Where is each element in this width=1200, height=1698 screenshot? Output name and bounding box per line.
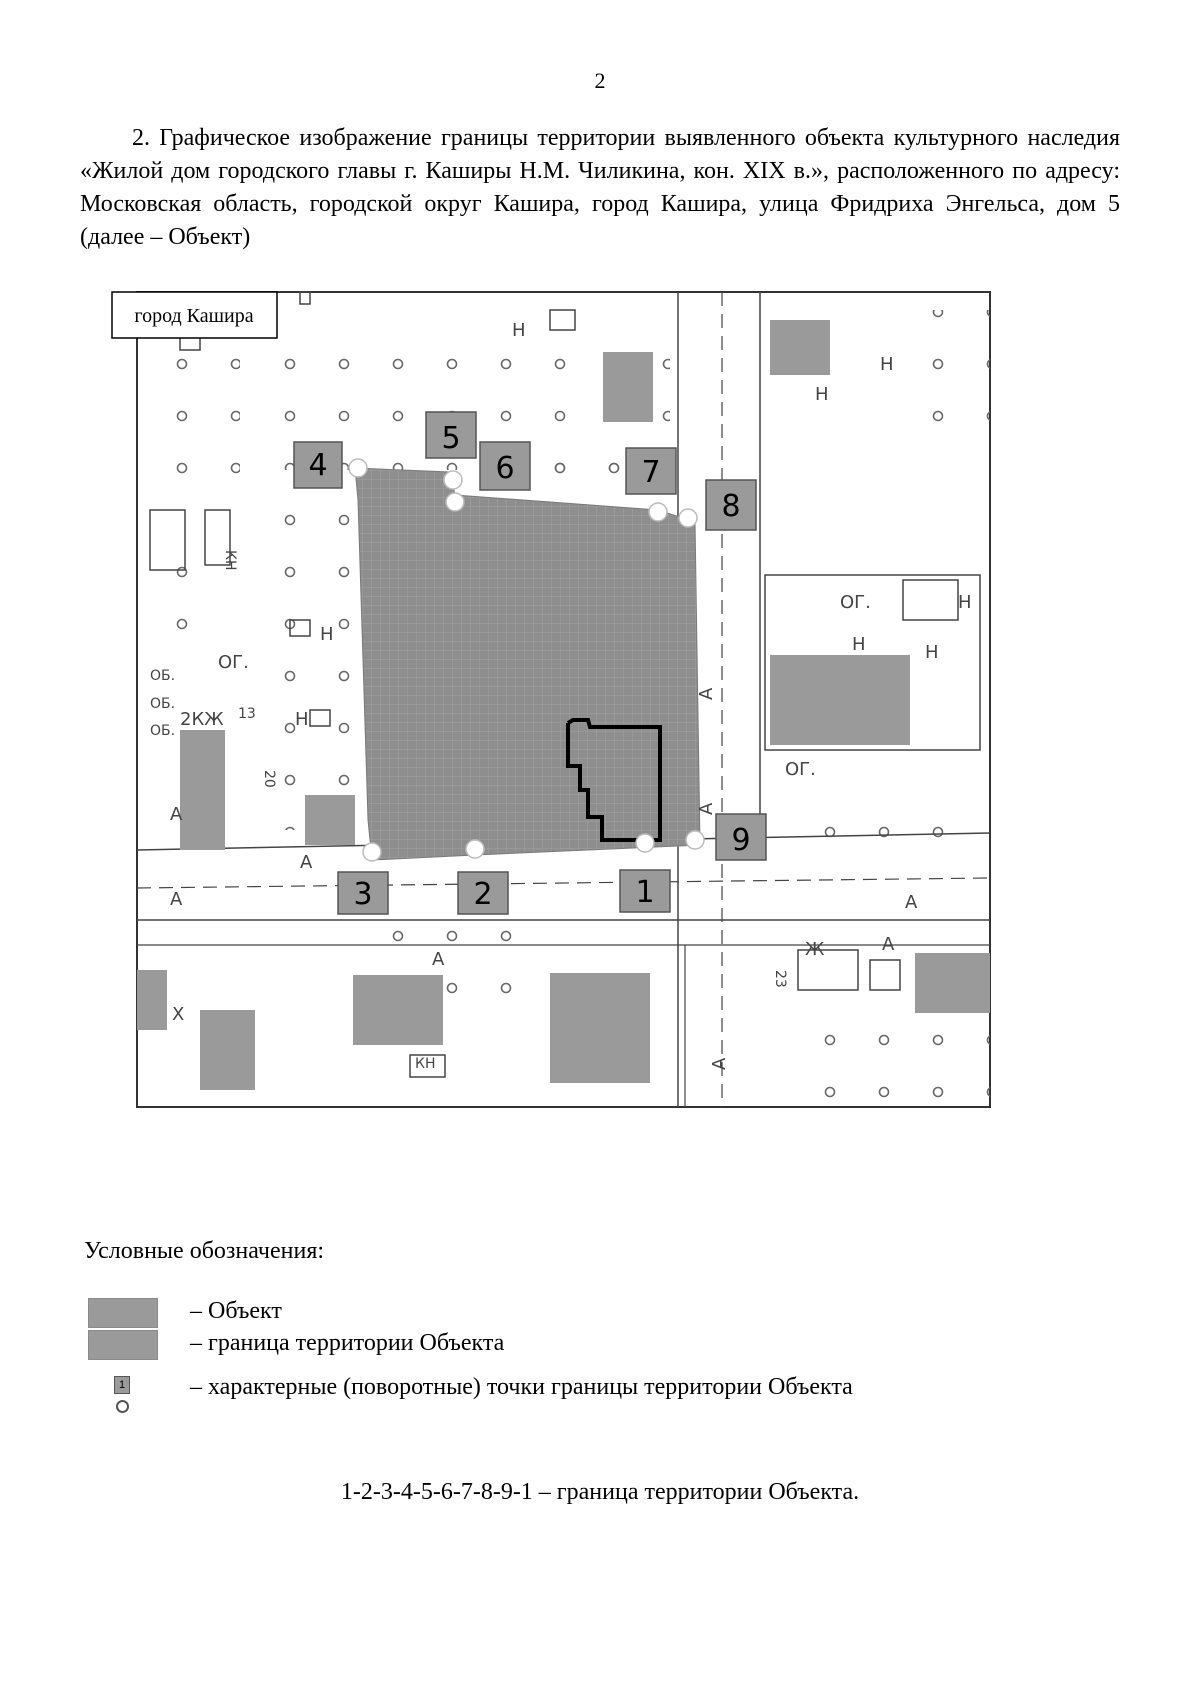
map-label-zh: Ж <box>805 939 825 960</box>
map-label-n: Н <box>295 709 309 730</box>
map-label-kn: КН <box>222 550 238 570</box>
map-label-a: А <box>882 934 895 955</box>
map-label-n: Н <box>880 354 894 375</box>
map-label-ob: ОБ. <box>150 668 175 684</box>
point-number-4: 4 <box>308 448 327 483</box>
map-label-a: А <box>696 687 717 700</box>
point-number-2: 2 <box>473 877 492 912</box>
point-label-7: 7 <box>625 447 677 495</box>
legend-title: Условные обозначения: <box>84 1238 325 1264</box>
boundary-summary: 1-2-3-4-5-6-7-8-9-1 – граница территории… <box>340 1479 860 1505</box>
map-label-a: А <box>905 892 918 913</box>
point-symbol-square: 1 <box>114 1376 130 1394</box>
map-label-20: 20 <box>261 770 277 788</box>
map-label-og: ОГ. <box>840 592 871 613</box>
map-label-n: Н <box>958 592 972 613</box>
map-label-og: ОГ. <box>785 759 816 780</box>
point-label-3: 3 <box>337 871 389 915</box>
point-number-7: 7 <box>641 455 660 490</box>
map-label-n: Н <box>925 642 939 663</box>
point-label-2: 2 <box>457 871 509 915</box>
map-label-23: 23 <box>772 970 788 988</box>
map-label-a: А <box>432 949 445 970</box>
point-label-1: 1 <box>619 869 671 913</box>
point-label-6: 6 <box>479 441 531 491</box>
roads <box>136 292 991 1107</box>
map-label-a: А <box>696 802 717 815</box>
map-label-ob: ОБ. <box>150 723 175 739</box>
map-label-a: А <box>170 889 183 910</box>
boundary-swatch <box>88 1330 158 1360</box>
map-label-a: А <box>170 804 183 825</box>
point-number-1: 1 <box>635 875 654 910</box>
map-label-a: А <box>709 1057 730 1070</box>
legend-boundary-text: – граница территории Объекта <box>190 1330 505 1356</box>
point-number-9: 9 <box>731 823 750 858</box>
buildings <box>137 320 990 1090</box>
map-label-13: 13 <box>238 706 256 722</box>
map-label-kn: КН <box>415 1056 435 1072</box>
description-paragraph: 2. Графическое изображение границы терри… <box>80 125 1120 250</box>
map-label-n: Н <box>320 624 334 645</box>
territory-polygon <box>354 467 701 861</box>
legend-object-text: – Объект <box>190 1298 282 1324</box>
city-label-box <box>111 291 278 339</box>
map-label-n: Н <box>852 634 866 655</box>
page-number: 2 <box>594 68 606 93</box>
turning-point-circles <box>348 458 705 862</box>
map-label-n: Н <box>512 320 526 341</box>
point-label-8: 8 <box>705 479 757 531</box>
map-label-x: Х <box>172 1004 184 1025</box>
object-outline <box>566 718 662 842</box>
point-label-9: 9 <box>715 813 767 861</box>
point-number-8: 8 <box>721 489 740 524</box>
point-number-6: 6 <box>495 451 514 486</box>
map-label-ob: ОБ. <box>150 696 175 712</box>
map-label-n: Н <box>815 384 829 405</box>
point-label-5: 5 <box>425 411 477 459</box>
point-number-5: 5 <box>441 421 460 456</box>
boundary-map: 1 2 3 4 5 6 7 8 9 Н Н Н Н Н Н Н Н ОГ. ОГ… <box>110 290 1080 1220</box>
turning-point-symbol: 1 <box>114 1376 130 1420</box>
legend-points-text: – характерные (поворотные) точки границы… <box>190 1374 853 1400</box>
map-label-a: А <box>300 852 313 873</box>
point-symbol-circle <box>116 1400 129 1413</box>
map-label-kzh: 2КЖ <box>180 709 224 730</box>
point-number-3: 3 <box>353 877 372 912</box>
point-label-4: 4 <box>293 441 343 489</box>
city-label: город Кашира <box>134 305 253 327</box>
map-label-og: ОГ. <box>218 652 249 673</box>
object-swatch <box>88 1298 158 1328</box>
